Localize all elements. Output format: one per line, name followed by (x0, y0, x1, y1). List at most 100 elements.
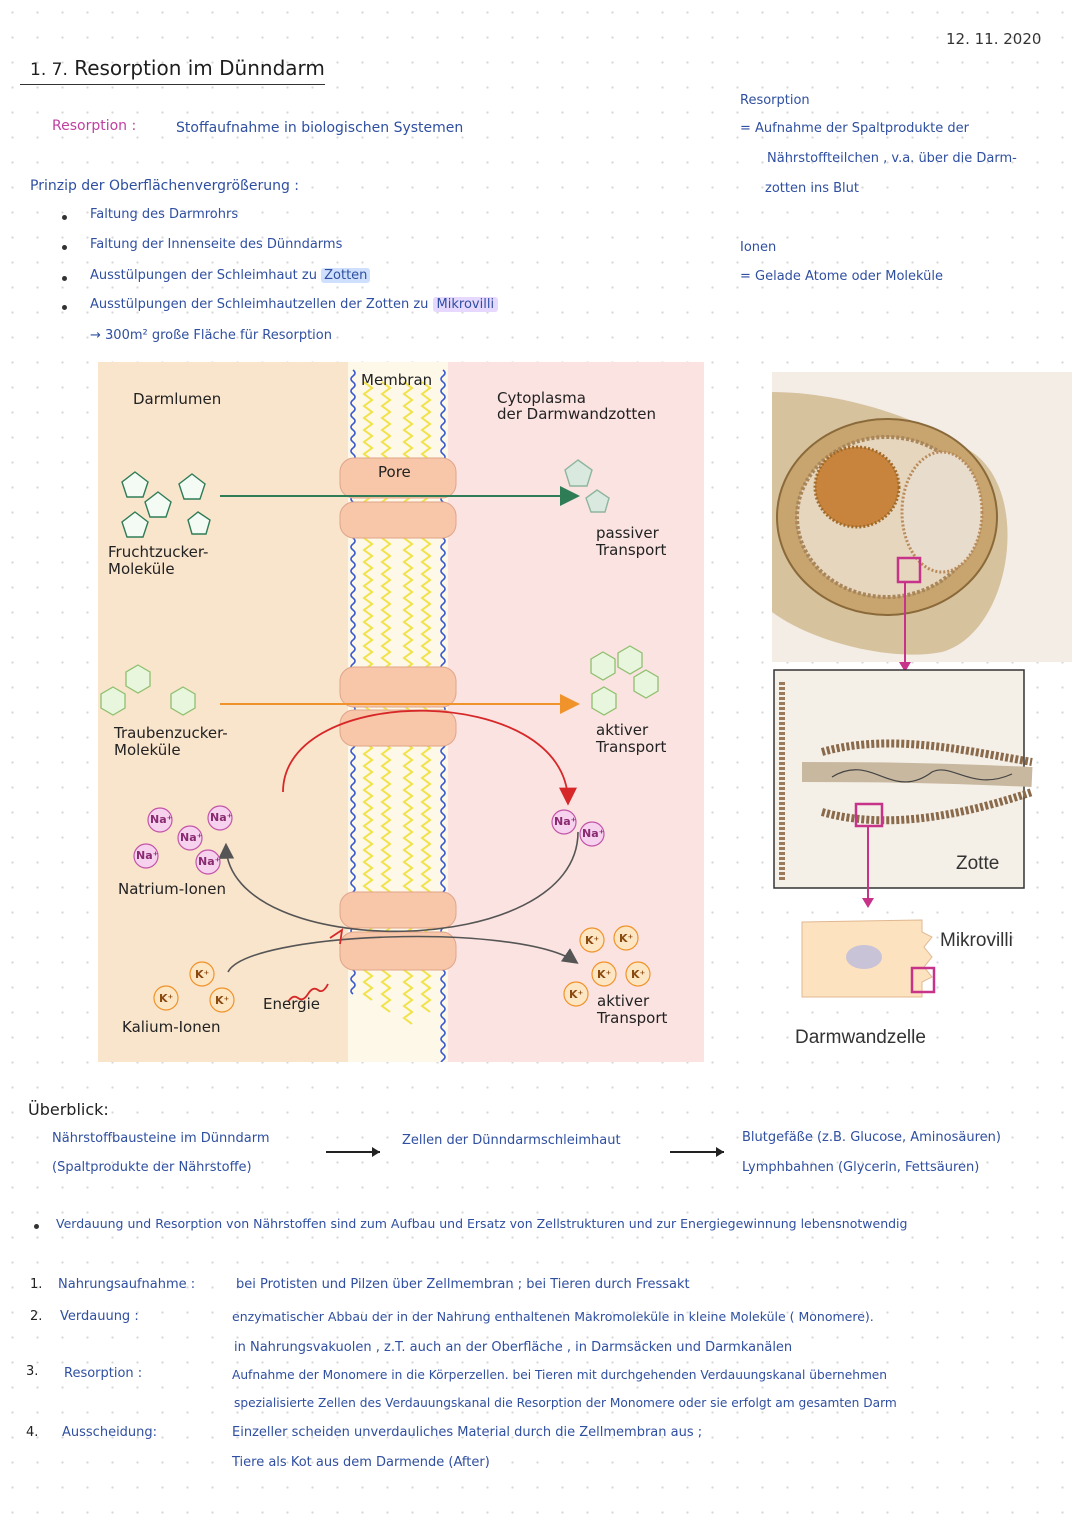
active-transport-label: aktiver Transport (596, 722, 666, 756)
page-title: Resorption im Dünndarm (74, 56, 325, 80)
pore-label: Pore (378, 463, 411, 481)
sodium-return-arrow (218, 831, 579, 933)
step-term: Nahrungsaufnahme : (58, 1277, 196, 1292)
principle-item-text: Ausstülpungen der Schleimhaut zu (90, 268, 317, 283)
energy-squiggle (287, 983, 329, 1003)
principle-title: Prinzip der Oberflächenvergrößerung : (30, 178, 300, 194)
step-line: Tiere als Kot aus dem Darmende (After) (232, 1455, 490, 1470)
pore-channel-3 (339, 891, 457, 971)
step-line: bei Protisten und Pilzen über Zellmembra… (236, 1277, 690, 1292)
step-number: 3. (26, 1364, 39, 1379)
sodium-ions (133, 805, 605, 875)
overview-col1: (Spaltprodukte der Nährstoffe) (52, 1160, 252, 1175)
zoom-box-1 (896, 556, 922, 584)
overview-col1: Nährstoffbausteine im Dünndarm (52, 1131, 270, 1146)
potassium-label: Kalium-Ionen (122, 1018, 221, 1036)
zoom-box-3 (910, 966, 936, 994)
na-ion-text: Na⁺ (136, 849, 159, 862)
side-resorption-line: = Aufnahme der Spaltprodukte der (740, 121, 969, 136)
fructose-line: Moleküle (108, 560, 175, 578)
step-line: spezialisierte Zellen des Verdauungskana… (234, 1396, 897, 1410)
pore-channel-1 (339, 457, 457, 539)
k-ion-text: K⁺ (569, 988, 584, 1001)
overview-col3: Lymphbahnen (Glycerin, Fettsäuren) (742, 1160, 980, 1175)
step-number: 2. (30, 1309, 43, 1324)
bullet-dot (62, 276, 67, 281)
highlight-zotten: Zotten (321, 268, 371, 283)
na-ion-text: Na⁺ (554, 815, 577, 828)
arrow-right-icon (326, 1151, 380, 1153)
mikrovilli-label: Mikrovilli (940, 930, 1013, 951)
principle-item: Faltung des Darmrohrs (90, 207, 239, 222)
heading-underline (20, 84, 325, 85)
heading: 1. 7. Resorption im Dünndarm (30, 56, 325, 80)
glucose-molecules (100, 645, 659, 716)
na-ion-text: Na⁺ (150, 813, 173, 826)
bullet-dot (34, 1224, 39, 1229)
membrane-diagram (98, 362, 704, 1062)
side-ionen-title: Ionen (740, 240, 777, 255)
passive-line: Transport (596, 541, 667, 559)
k-ion-text: K⁺ (619, 932, 634, 945)
date: 12. 11. 2020 (946, 30, 1042, 48)
principle-item: Ausstülpungen der Schleimhautzellen der … (90, 297, 499, 312)
step-line: Einzeller scheiden unverdauliches Materi… (232, 1425, 703, 1440)
na-ion-text: Na⁺ (198, 855, 221, 868)
side-ionen-line: = Gelade Atome oder Moleküle (740, 269, 944, 284)
active-line: aktiver (597, 992, 650, 1010)
step-term: Resorption : (64, 1366, 143, 1381)
cytoplasm-label: Cytoplasma der Darmwandzotten (497, 390, 656, 422)
principle-result: → 300m² große Fläche für Resorption (90, 328, 332, 343)
step-line: enzymatischer Abbau der in der Nahrung e… (232, 1309, 874, 1324)
sodium-transport-arrow (282, 709, 577, 806)
energy-label: Energie (263, 995, 321, 1013)
na-ion-text: Na⁺ (180, 831, 203, 844)
k-ion-text: K⁺ (195, 968, 210, 981)
arrow-right-icon (670, 1151, 724, 1153)
active-line: Transport (597, 1009, 668, 1027)
fructose-molecules (121, 459, 610, 538)
lumen-area (98, 362, 360, 1062)
heading-number: 1. 7. (30, 60, 68, 80)
cytoplasm-line: Cytoplasma (497, 389, 586, 407)
potassium-ions (153, 925, 651, 1013)
passive-transport-label: passiver Transport (596, 525, 666, 559)
glucose-line: Moleküle (114, 741, 181, 759)
active-line: Transport (596, 738, 667, 756)
darmwandzelle-label: Darmwandzelle (795, 1027, 926, 1048)
side-resorption-line: Nährstoffteilchen , v.a. über die Darm- (767, 151, 1017, 166)
glucose-line: Traubenzucker- (114, 724, 228, 742)
arrow-right-icon (372, 1147, 380, 1157)
step-line: in Nahrungsvakuolen , z.T. auch an der O… (234, 1340, 793, 1355)
side-resorption-title: Resorption (740, 93, 810, 108)
side-resorption-line: zotten ins Blut (765, 181, 859, 196)
active-transport-label-2: aktiver Transport (597, 993, 667, 1027)
k-ion-text: K⁺ (159, 992, 174, 1005)
principle-item-text: Ausstülpungen der Schleimhautzellen der … (90, 297, 429, 312)
overview-col3: Blutgefäße (z.B. Glucose, Aminosäuren) (742, 1130, 1001, 1145)
k-ion-text: K⁺ (597, 968, 612, 981)
active-line: aktiver (596, 721, 649, 739)
overview-title: Überblick: (28, 1100, 109, 1119)
potassium-transport-arrow (227, 935, 579, 973)
step-number: 1. (30, 1277, 43, 1292)
definition-term: Resorption : (52, 118, 137, 134)
principle-item: Faltung der Innenseite des Dünndarms (90, 237, 343, 252)
definition-text: Stoffaufnahme in biologischen Systemen (176, 120, 464, 136)
step-line: Aufnahme der Monomere in die Körperzelle… (232, 1368, 888, 1382)
note-text: Verdauung und Resorption von Nährstoffen… (56, 1216, 908, 1231)
highlight-mikrovilli: Mikrovilli (432, 297, 499, 312)
sodium-label: Natrium-Ionen (118, 880, 227, 898)
fructose-label: Fruchtzucker- Moleküle (108, 544, 208, 578)
na-ion-text: Na⁺ (582, 827, 605, 840)
overview-col2: Zellen der Dünndarmschleimhaut (402, 1133, 621, 1148)
villus-illustration (772, 372, 1072, 998)
bullet-dot (62, 245, 67, 250)
pore-channel-2 (339, 666, 457, 747)
k-ion-text: K⁺ (585, 934, 600, 947)
principle-item: Ausstülpungen der Schleimhaut zu Zotten (90, 268, 371, 283)
k-ion-text: K⁺ (631, 968, 646, 981)
step-term: Verdauung : (60, 1309, 139, 1324)
cytoplasm-line: der Darmwandzotten (497, 405, 656, 423)
k-ion-text: K⁺ (215, 994, 230, 1007)
